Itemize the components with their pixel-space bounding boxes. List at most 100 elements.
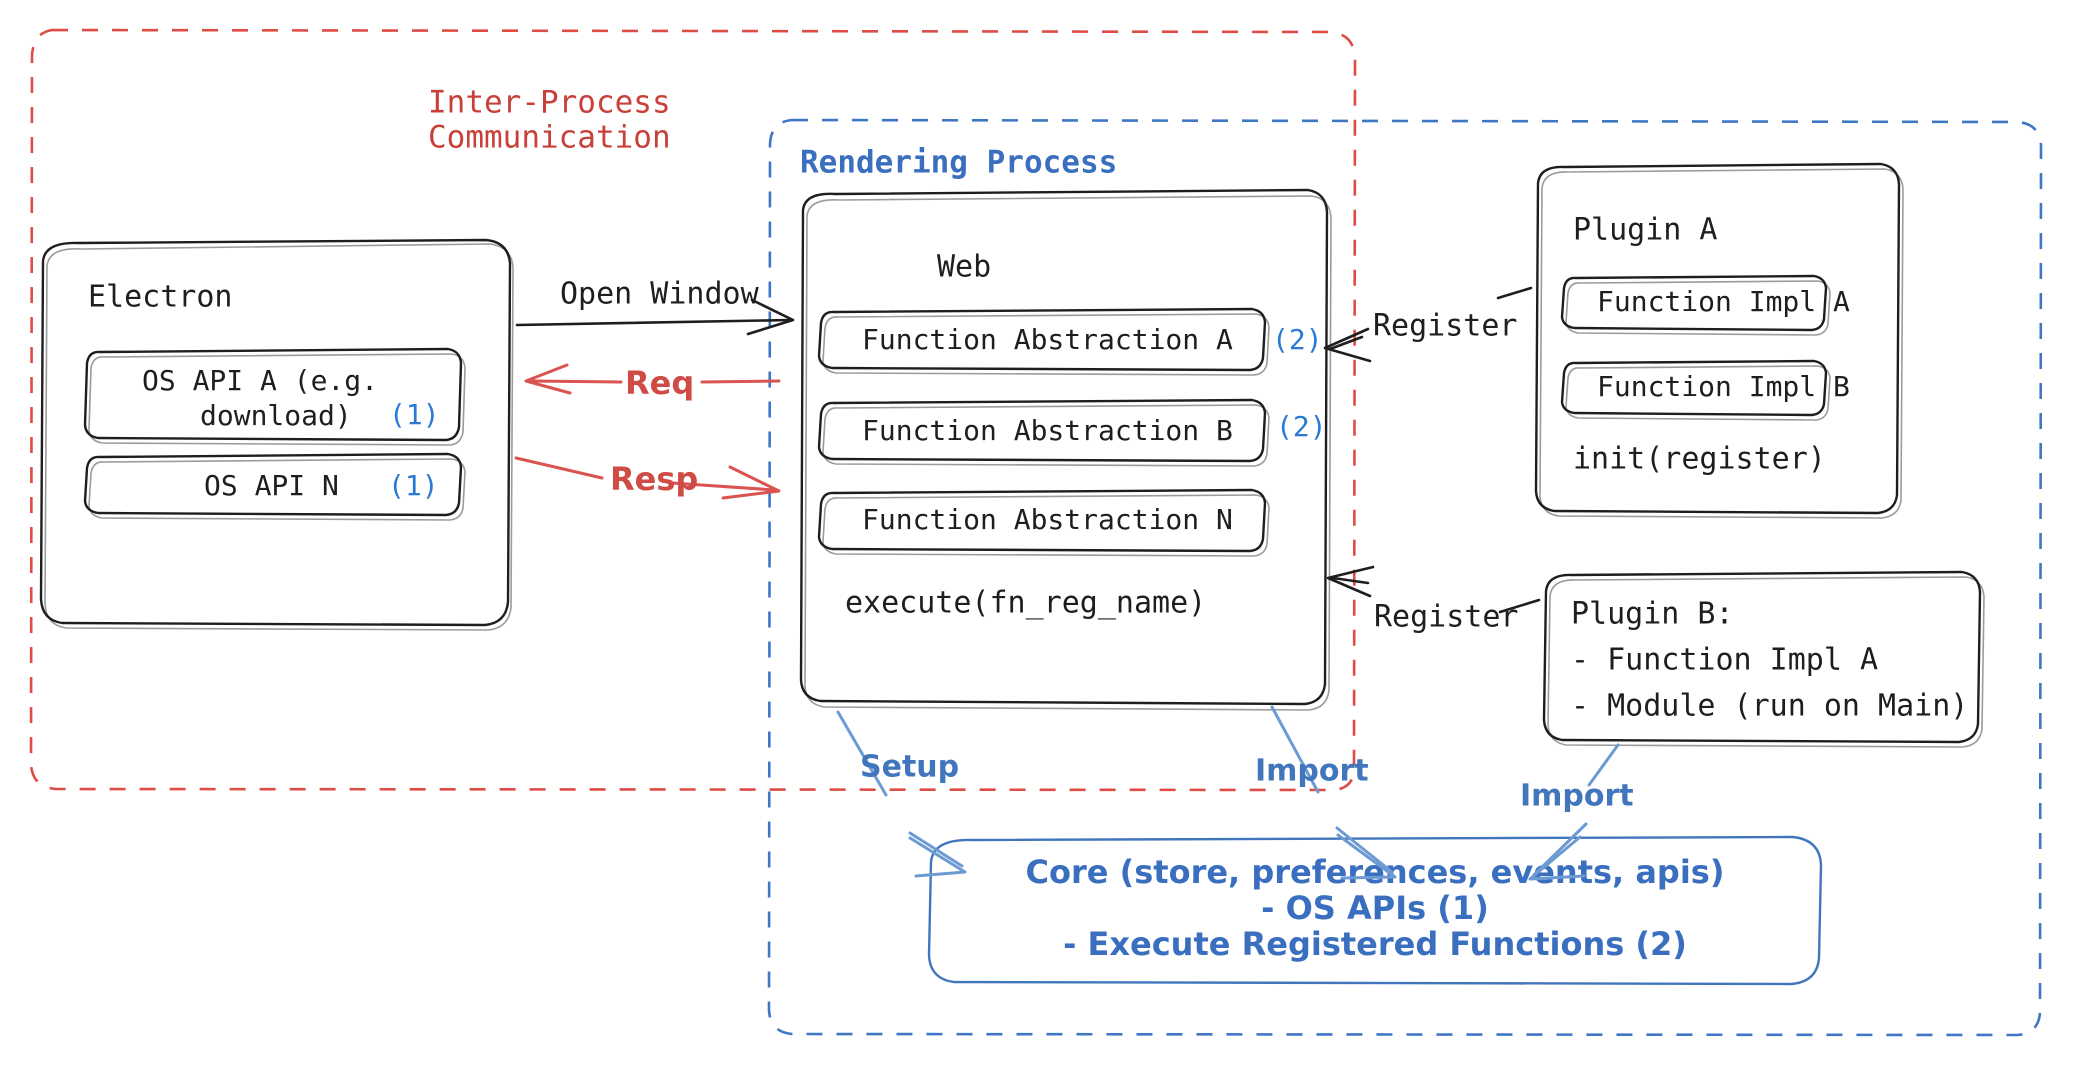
- fn-abs-a-marker: (2): [1272, 323, 1323, 356]
- os-api-a-label-line1: OS API A (e.g.: [142, 364, 378, 397]
- register-a-arrow-head: [1323, 327, 1372, 363]
- os-api-n-box: [83, 452, 463, 517]
- setup-arrow-line-bottom: [908, 831, 964, 868]
- node-electron[interactable]: Electron OS API A (e.g. download) (1) OS…: [39, 238, 514, 631]
- fn-abs-n-box-shadow: [822, 494, 1270, 557]
- req-label: Req: [625, 364, 694, 402]
- node-core[interactable]: Core (store, preferences, events, apis) …: [927, 835, 1823, 986]
- edge-register-plugin-a: Register: [1323, 286, 1533, 363]
- plugin-a-child-function-impl-a[interactable]: Function Impl A: [1560, 274, 1850, 336]
- open-window-arrow-line: [515, 318, 792, 327]
- plugin-b-box-shadow: [1547, 576, 1985, 748]
- req-arrow-line-left: [528, 379, 623, 384]
- edge-req: Req: [524, 363, 781, 402]
- fn-abs-b-box: [817, 398, 1267, 463]
- web-title: Web: [937, 250, 991, 285]
- fn-abs-a-box: [817, 307, 1267, 372]
- region-inter-process-communication: [29, 28, 1357, 792]
- register-a-arrow-line-2: [1328, 335, 1364, 351]
- os-api-a-box: [83, 347, 463, 442]
- os-api-a-box-shadow: [88, 353, 466, 446]
- resp-arrow-line-right: [670, 481, 777, 492]
- fn-abs-b-marker: (2): [1276, 410, 1327, 443]
- import-plugin-b-label: Import: [1520, 779, 1634, 814]
- fn-impl-a-box: [1560, 274, 1828, 332]
- edge-setup: Setup: [836, 710, 967, 878]
- import-web-arrow-line-bottom: [1335, 826, 1394, 874]
- setup-label: Setup: [860, 750, 959, 785]
- register-b-arrow-line-2: [1331, 576, 1370, 585]
- electron-child-os-api-a[interactable]: OS API A (e.g. download) (1): [83, 347, 466, 446]
- os-api-n-label: OS API N: [204, 469, 339, 502]
- electron-box: [39, 238, 512, 627]
- electron-box-shadow: [44, 243, 514, 631]
- register-b-arrow-line: [1498, 598, 1541, 614]
- core-line-2: - OS APIs (1): [1261, 889, 1489, 927]
- os-api-n-marker: (1): [388, 469, 439, 502]
- open-window-label: Open Window: [560, 277, 760, 312]
- register-a-arrow-line: [1496, 286, 1533, 300]
- register-b-label: Register: [1374, 600, 1519, 635]
- web-child-function-abstraction-n[interactable]: Function Abstraction N: [817, 488, 1270, 557]
- electron-title: Electron: [88, 280, 233, 315]
- plugin-b-title: Plugin B:: [1571, 597, 1734, 632]
- plugin-b-box: [1542, 570, 1982, 744]
- web-box-shadow: [804, 195, 1332, 711]
- ipc-region-label-line1: Inter-Process: [428, 85, 671, 121]
- fn-abs-a-box-shadow: [822, 313, 1270, 376]
- resp-label: Resp: [610, 460, 698, 498]
- import-web-arrow-line-top: [1270, 705, 1320, 794]
- fn-abs-b-box-shadow: [822, 404, 1270, 467]
- edge-import-plugin-b: Import: [1520, 743, 1634, 881]
- plugin-b-line-2: - Module (run on Main): [1571, 689, 1968, 724]
- open-window-arrow-head: [746, 298, 795, 336]
- node-plugin-b[interactable]: Plugin B: - Function Impl A - Module (ru…: [1542, 570, 1985, 748]
- resp-arrow-head: [721, 465, 781, 500]
- fn-abs-a-label: Function Abstraction A: [862, 323, 1233, 356]
- web-box: [799, 188, 1329, 706]
- plugin-a-box-shadow: [1539, 168, 1904, 519]
- register-a-label: Register: [1373, 309, 1518, 344]
- fn-impl-a-box-shadow: [1565, 280, 1831, 336]
- node-web[interactable]: Web Function Abstraction A (2) Function …: [799, 188, 1332, 711]
- plugin-a-child-function-impl-b[interactable]: Function Impl B: [1560, 359, 1850, 421]
- fn-impl-b-box: [1560, 359, 1828, 417]
- import-plugin-b-arrow-line-top: [1587, 743, 1620, 787]
- web-footer-execute: execute(fn_reg_name): [845, 586, 1206, 621]
- fn-impl-a-label: Function Impl A: [1597, 285, 1850, 318]
- region-rendering-process: [767, 118, 2043, 1037]
- import-plugin-b-arrow-head: [1528, 835, 1586, 881]
- import-web-label: Import: [1255, 754, 1369, 789]
- fn-abs-n-label: Function Abstraction N: [862, 503, 1233, 536]
- plugin-a-title: Plugin A: [1573, 213, 1718, 248]
- edge-resp: Resp: [514, 456, 781, 500]
- edge-import-web: Import: [1255, 705, 1397, 880]
- setup-arrow-head: [908, 836, 967, 878]
- setup-arrow-line-top: [836, 710, 888, 797]
- rendering-region-label: Rendering Process: [800, 145, 1117, 181]
- req-arrow-line-right: [700, 379, 781, 384]
- import-web-arrow-head: [1336, 833, 1397, 880]
- fn-abs-b-label: Function Abstraction B: [862, 414, 1233, 447]
- fn-abs-n-box: [817, 488, 1267, 553]
- register-b-arrow-head: [1326, 565, 1375, 598]
- rendering-region-border: [767, 118, 2043, 1037]
- plugin-a-box: [1534, 162, 1901, 515]
- plugin-a-footer-init: init(register): [1573, 442, 1826, 477]
- fn-impl-b-box-shadow: [1565, 365, 1831, 421]
- resp-arrow-line-left: [514, 456, 604, 480]
- node-plugin-a[interactable]: Plugin A Function Impl A Function Impl B…: [1534, 162, 1904, 519]
- req-arrow-head: [524, 363, 572, 395]
- os-api-a-label-line2: download): [200, 399, 352, 432]
- core-line-3: - Execute Registered Functions (2): [1063, 925, 1687, 963]
- edge-register-plugin-b: Register: [1326, 565, 1541, 635]
- edge-open-window: Open Window: [515, 277, 795, 336]
- os-api-a-marker: (1): [389, 398, 440, 431]
- web-child-function-abstraction-a[interactable]: Function Abstraction A (2): [817, 307, 1323, 376]
- electron-child-os-api-n[interactable]: OS API N (1): [83, 452, 466, 521]
- plugin-b-line-1: - Function Impl A: [1571, 643, 1878, 678]
- ipc-region-label-line2: Communication: [428, 120, 671, 156]
- web-child-function-abstraction-b[interactable]: Function Abstraction B (2): [817, 398, 1327, 467]
